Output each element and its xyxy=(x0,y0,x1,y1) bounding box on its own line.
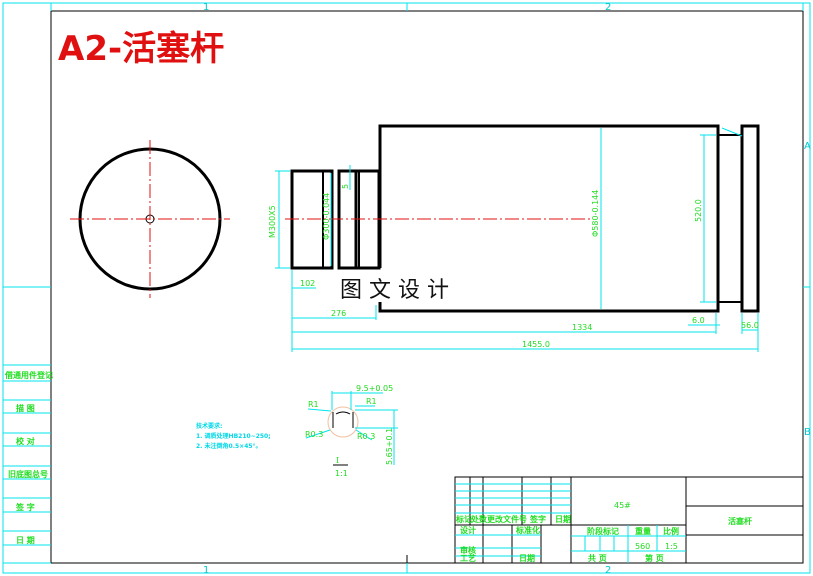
tb-header: 签字 xyxy=(529,514,546,524)
dim-total: 1455.0 xyxy=(522,340,550,349)
dim-56: 56.0 xyxy=(741,321,759,330)
zone-right-a: A xyxy=(804,141,811,152)
tb-header: 日期 xyxy=(555,514,571,524)
dim-flange-inner: 520.0 xyxy=(694,199,703,222)
detail-r03-left: R0.3 xyxy=(305,430,323,439)
dim-276: 276 xyxy=(331,309,346,318)
tb-header: 处数 xyxy=(470,514,488,524)
zone-ticks xyxy=(3,3,810,573)
strip-label: 借通用件登记 xyxy=(4,370,53,380)
tb-stage-mark: 阶段标记 xyxy=(587,526,619,536)
tb-header: 标记 xyxy=(455,514,472,524)
tb-row: 日期 xyxy=(519,553,535,563)
tb-weight-label: 重量 xyxy=(635,526,651,536)
zone-top-2: 2 xyxy=(605,2,611,13)
detail-view: 9.5+0.05 R1 R1 R0.3 R0.3 5.65+0.1 I 1:1 xyxy=(305,384,398,478)
tb-part-name: 活塞杆 xyxy=(728,516,752,526)
strip-label: 旧底图总号 xyxy=(8,469,48,479)
tb-total-pages: 共 页 xyxy=(588,553,607,563)
tb-scale-label: 比例 xyxy=(663,526,679,536)
dim-body-dia: Φ580-0.144 xyxy=(591,190,600,237)
tb-row: 设计 xyxy=(460,525,476,535)
dim-shaft-dia: Φ300-0.044 xyxy=(322,193,331,240)
detail-label: I xyxy=(336,456,339,465)
technical-notes: 技术要求: 1. 调质处理HB210~250; 2. 未注倒角0.5×45°。 xyxy=(196,422,271,450)
end-view xyxy=(70,140,230,298)
tb-row: 审核 xyxy=(460,545,476,555)
dim-groove: 5 xyxy=(341,184,350,189)
title-block: 标记 处数 更改文件号 签字 日期 设计 标准化 审核 工艺 日期 阶段标记 重… xyxy=(454,476,804,564)
watermark: 图 文 设 计 xyxy=(340,278,449,303)
tb-row: 标准化 xyxy=(515,525,540,535)
dim-102: 102 xyxy=(300,279,315,288)
detail-r1-left: R1 xyxy=(308,400,319,409)
dim-6: 6.0 xyxy=(692,316,705,325)
dim-1334: 1334 xyxy=(572,323,592,332)
strip-label: 描 图 xyxy=(16,403,35,413)
detail-width: 9.5+0.05 xyxy=(356,384,393,393)
zone-bottom-2: 2 xyxy=(605,565,611,576)
tb-weight: 560 xyxy=(635,542,650,551)
note-line: 2. 未注倒角0.5×45°。 xyxy=(196,442,262,450)
tb-material: 45# xyxy=(614,501,631,510)
note-line: 1. 调质处理HB210~250; xyxy=(196,432,271,440)
detail-r1-right: R1 xyxy=(366,397,377,406)
tb-header: 更改文件号 xyxy=(487,514,527,524)
dimension-lines xyxy=(275,127,759,352)
detail-r03-right: R0.3 xyxy=(357,432,375,441)
tb-scale: 1:5 xyxy=(665,542,678,551)
zone-bottom-1: 1 xyxy=(203,565,209,576)
drawing-title: A2-活塞杆 xyxy=(58,29,224,69)
detail-depth: 5.65+0.1 xyxy=(385,428,394,465)
zone-top-1: 1 xyxy=(203,2,209,13)
strip-label: 校 对 xyxy=(16,436,35,446)
strip-label: 日 期 xyxy=(16,535,35,545)
detail-scale: 1:1 xyxy=(335,469,348,478)
dim-thread: M300X5 xyxy=(268,205,277,238)
left-strip: 借通用件登记 描 图 校 对 旧底图总号 签 字 日 期 xyxy=(3,364,53,564)
zone-right-b: B xyxy=(804,427,811,438)
tb-row: 工艺 xyxy=(460,553,476,563)
strip-label: 签 字 xyxy=(15,502,35,512)
tb-page-no: 第 页 xyxy=(645,553,664,563)
note-heading: 技术要求: xyxy=(196,422,222,430)
